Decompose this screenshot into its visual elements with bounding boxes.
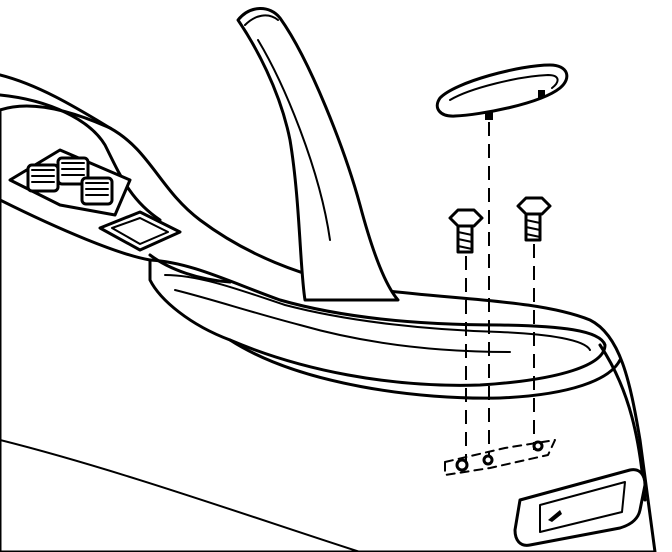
- console-cover-pad: [435, 63, 569, 120]
- console-button: [98, 210, 182, 252]
- switch-right: [80, 176, 114, 206]
- alignment-lines: [465, 122, 535, 470]
- seat-heater-switches: [8, 148, 132, 217]
- switch-left: [26, 163, 60, 193]
- parking-brake-lever: [236, 7, 400, 302]
- console-body: [0, 73, 657, 552]
- switch-center: [56, 156, 90, 186]
- console-side-label: [513, 468, 647, 547]
- console-bracket: [444, 439, 556, 476]
- bolt-right: [516, 196, 552, 242]
- bolt-left: [448, 208, 484, 254]
